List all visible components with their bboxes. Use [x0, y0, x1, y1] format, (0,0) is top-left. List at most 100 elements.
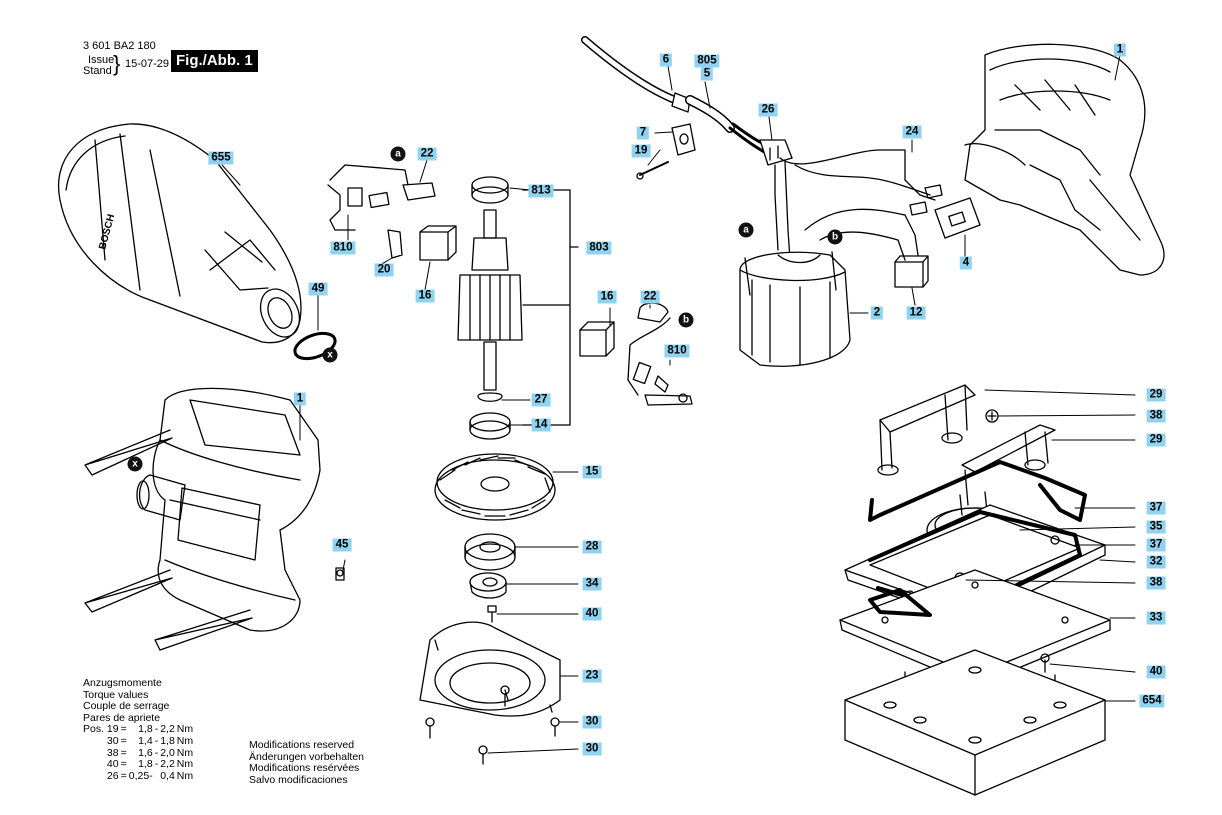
- torque-max: 2,0: [160, 746, 175, 759]
- part-label-654: 654: [1139, 694, 1165, 708]
- part-label-30-upper: 30: [582, 715, 602, 729]
- table-row: 30 = 1,4 - 1,8 Nm: [83, 734, 195, 748]
- issue-label: Issue: [88, 54, 115, 66]
- part-label-28: 28: [582, 540, 602, 554]
- torque-dash: -: [154, 723, 159, 736]
- marker-a-left: a: [390, 146, 406, 162]
- torque-eq: =: [120, 746, 127, 759]
- torque-dash: -: [154, 758, 159, 771]
- switch-4: [934, 197, 981, 239]
- modifications-notice: Modifications reserved Änderungen vorbeh…: [249, 739, 365, 786]
- part-label-45: 45: [332, 538, 352, 552]
- torque-max: 1,8: [160, 734, 175, 747]
- terminal-block-26: [759, 139, 793, 166]
- capacitor-12: [894, 255, 929, 288]
- bracket-29-lower: [961, 424, 1056, 506]
- part-label-7: 7: [636, 126, 650, 140]
- part-label-15: 15: [582, 465, 602, 479]
- part-label-813: 813: [528, 184, 554, 198]
- part-label-29-upper: 29: [1146, 388, 1166, 402]
- torque-pos: Pos. 19: [83, 723, 119, 736]
- wire-loop-lower: [868, 588, 932, 617]
- marker-x-upper: x: [322, 347, 338, 363]
- bearing-28: [464, 533, 516, 571]
- part-label-655: 655: [208, 151, 234, 165]
- part-label-37-upper: 37: [1146, 501, 1166, 515]
- marker-b-left: b: [678, 312, 694, 328]
- part-label-35: 35: [1146, 520, 1166, 534]
- torque-unit: Nm: [176, 746, 194, 759]
- modifications-de: Änderungen vorbehalten: [249, 750, 365, 763]
- switch-wiring-24: [774, 149, 943, 261]
- o-ring-49: [293, 331, 337, 361]
- part-label-14: 14: [531, 418, 551, 432]
- torque-values-block: Anzugsmomente Torque values Couple de se…: [83, 677, 195, 783]
- part-label-6: 6: [659, 53, 673, 67]
- torque-pos: 30: [106, 734, 119, 747]
- part-label-34: 34: [582, 577, 602, 591]
- part-label-40-right: 40: [1146, 665, 1166, 679]
- part-number: 3 601 BA2 180: [83, 40, 156, 52]
- housing-half-upper: [964, 43, 1165, 276]
- torque-max: 2,2: [160, 723, 175, 736]
- part-label-40-left: 40: [582, 607, 602, 621]
- part-label-38-upper: 38: [1146, 409, 1166, 423]
- torque-max: 2,2: [160, 758, 175, 771]
- torque-min: 1,8: [138, 758, 153, 771]
- issue-brace: }: [113, 51, 121, 76]
- part-label-5: 5: [700, 67, 714, 81]
- part-label-810-left: 810: [330, 241, 356, 255]
- modifications-en: Modifications reserved: [249, 739, 355, 751]
- table-row: 40 = 1,8 - 2,2 Nm: [83, 759, 195, 771]
- torque-eq: =: [120, 769, 127, 782]
- part-label-23: 23: [582, 669, 602, 683]
- table-row: Pos. 19 = 1,8 - 2,2 Nm: [83, 724, 195, 736]
- torque-eq: =: [120, 734, 127, 747]
- torque-max: 0,4: [160, 769, 175, 782]
- part-label-16-left: 16: [415, 289, 435, 303]
- part-label-38-lower: 38: [1146, 576, 1166, 590]
- torque-eq: =: [120, 758, 127, 771]
- torque-title-es: Pares de apriete: [83, 711, 161, 724]
- part-label-805: 805: [694, 54, 720, 68]
- part-label-810-right: 810: [664, 344, 690, 358]
- housing-half-lower: [136, 387, 321, 632]
- fan-cover-23: [419, 621, 561, 765]
- bracket-803: [522, 189, 579, 426]
- bracket-29: [877, 384, 976, 476]
- table-row: 26 = 0,25- 0,4 Nm: [83, 769, 195, 783]
- part-label-20: 20: [374, 263, 394, 277]
- torque-min: 1,4: [138, 734, 153, 747]
- armature-803: [457, 176, 523, 440]
- part-label-22-left: 22: [417, 147, 437, 161]
- torque-unit: Nm: [176, 734, 194, 747]
- part-label-2: 2: [870, 306, 884, 320]
- torque-unit: Nm: [176, 769, 194, 782]
- field-winding-2: [739, 251, 851, 367]
- spring-37-upper: [868, 460, 1087, 522]
- screw-40-left: [487, 605, 497, 623]
- part-label-32: 32: [1146, 555, 1166, 569]
- torque-eq: =: [120, 723, 127, 736]
- part-label-12: 12: [906, 306, 926, 320]
- part-label-22-right: 22: [640, 290, 660, 304]
- part-label-37-lower: 37: [1146, 538, 1166, 552]
- part-label-16-right: 16: [597, 290, 617, 304]
- torque-title-de: Anzugsmomente: [83, 677, 162, 689]
- torque-min: 1,8: [138, 723, 153, 736]
- part-label-30-lower: 30: [582, 742, 602, 756]
- torque-pos: 38: [106, 746, 119, 759]
- torque-unit: Nm: [176, 723, 194, 736]
- part-label-26: 26: [758, 103, 778, 117]
- torque-title-fr: Couple de serrage: [83, 700, 170, 713]
- torque-title-en: Torque values: [83, 688, 149, 701]
- torque-dash: -: [154, 734, 159, 747]
- marker-x-lower: x: [127, 456, 143, 472]
- torque-dash: -: [154, 746, 159, 759]
- issue-date: 15-07-29: [125, 58, 170, 70]
- brush-holder-right: [579, 302, 693, 406]
- table-row: 38 = 1,6 - 2,0 Nm: [83, 746, 195, 760]
- modifications-es: Salvo modificaciones: [249, 773, 348, 786]
- part-label-33: 33: [1146, 611, 1166, 625]
